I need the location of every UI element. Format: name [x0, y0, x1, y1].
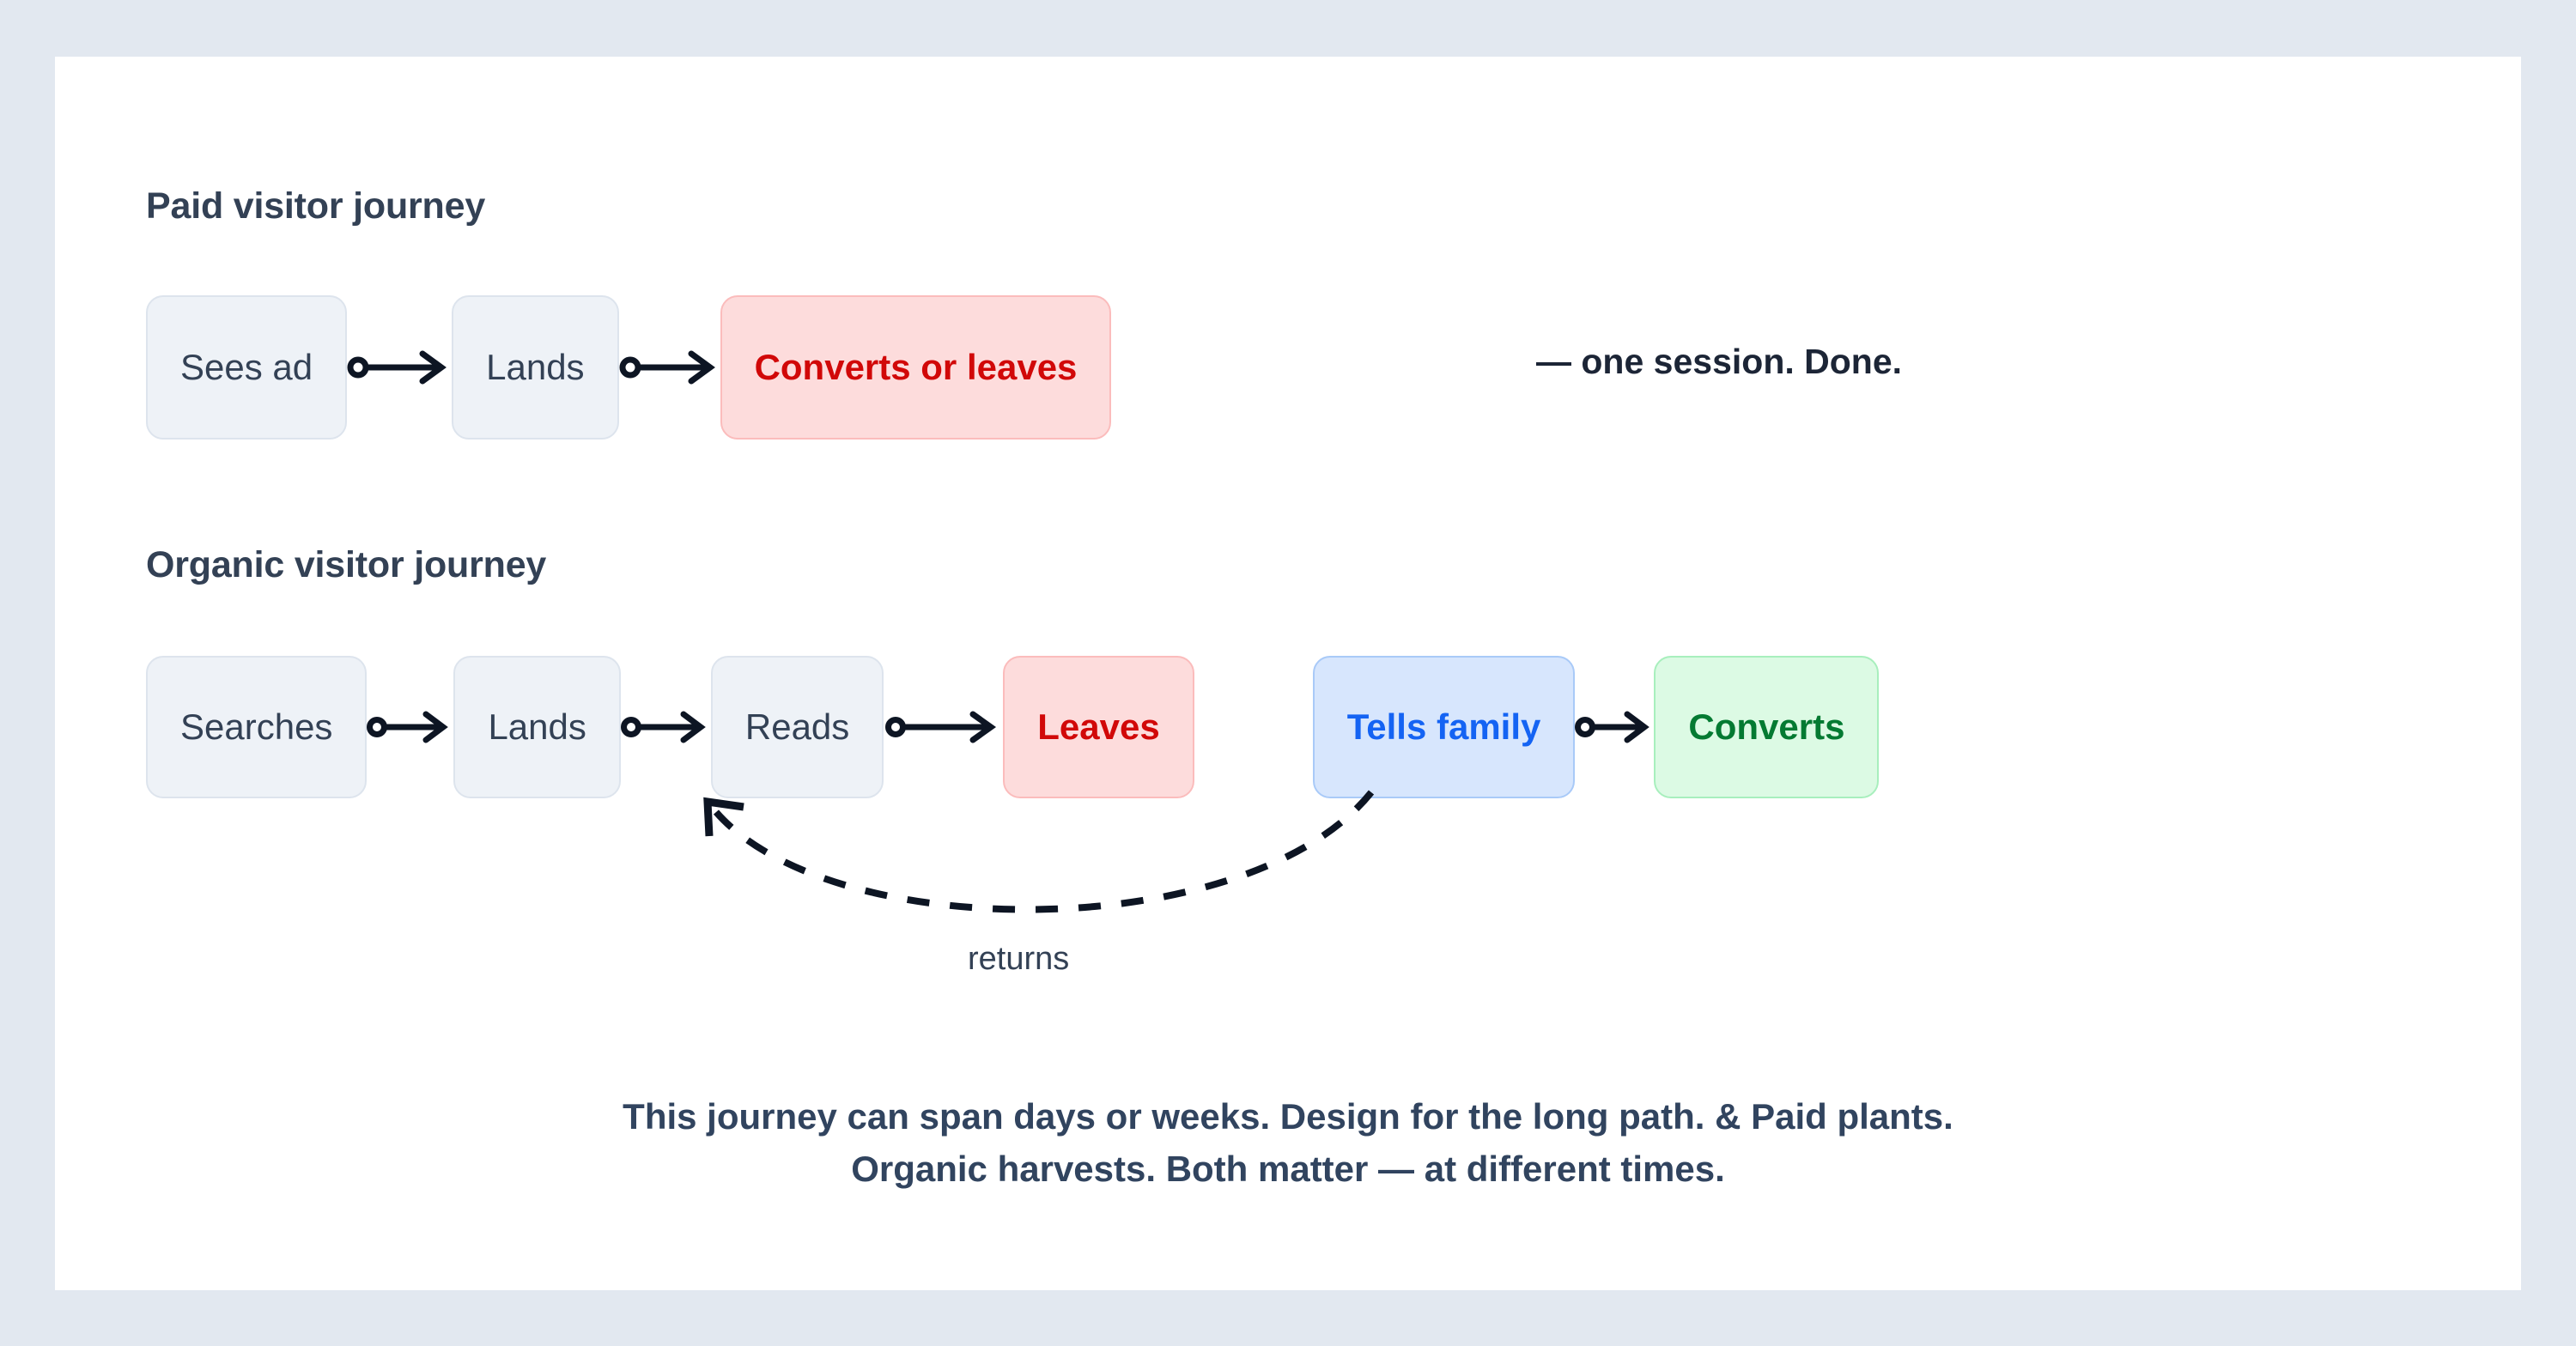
connector-arrow-icon — [367, 710, 453, 744]
node-converts[interactable]: Converts — [1654, 656, 1880, 798]
node-tells-family[interactable]: Tells family — [1312, 656, 1576, 798]
node-leaves[interactable]: Leaves — [1003, 656, 1194, 798]
node-converts-or-leaves[interactable]: Converts or leaves — [720, 295, 1112, 440]
node-label: Reads — [744, 706, 850, 747]
footer-line-2: Organic harvests. Both matter — at diffe… — [851, 1148, 1725, 1189]
connector-arrow-icon — [620, 710, 711, 744]
node-label: Converts — [1688, 706, 1845, 747]
node-lands-organic[interactable]: Lands — [453, 656, 621, 798]
footer-line-1: This journey can span days or weeks. Des… — [623, 1096, 1953, 1137]
node-searches[interactable]: Searches — [146, 656, 368, 798]
node-label: Lands — [486, 347, 585, 387]
node-reads[interactable]: Reads — [710, 656, 884, 798]
return-edge-curved-dashed-arrow-icon — [703, 790, 1375, 913]
connector-arrow-icon — [347, 350, 452, 385]
node-label: Converts or leaves — [754, 347, 1078, 387]
paid-journey-title: Paid visitor journey — [146, 185, 486, 227]
diagram-card: Paid visitor journey Sees ad Lands Conve… — [55, 57, 2521, 1290]
node-label: Lands — [488, 706, 586, 747]
node-label: Searches — [180, 706, 333, 747]
node-lands-paid[interactable]: Lands — [452, 295, 619, 440]
node-label: Tells family — [1346, 706, 1541, 747]
connector-arrow-icon — [884, 710, 1003, 744]
connector-arrow-icon — [619, 350, 720, 385]
paid-journey-note: — one session. Done. — [1536, 342, 1903, 381]
node-sees-ad[interactable]: Sees ad — [146, 295, 348, 440]
organic-journey-flow: Searches Lands Reads — [146, 656, 1880, 798]
organic-journey-title: Organic visitor journey — [146, 544, 547, 585]
paid-journey-flow: Sees ad Lands Converts or leaves — [146, 295, 1112, 440]
node-label: Leaves — [1037, 706, 1160, 747]
footer-caption: This journey can span days or weeks. Des… — [55, 1091, 2521, 1196]
connector-arrow-icon — [1575, 710, 1654, 744]
node-label: Sees ad — [180, 347, 313, 387]
return-edge-label: returns — [968, 941, 1070, 977]
